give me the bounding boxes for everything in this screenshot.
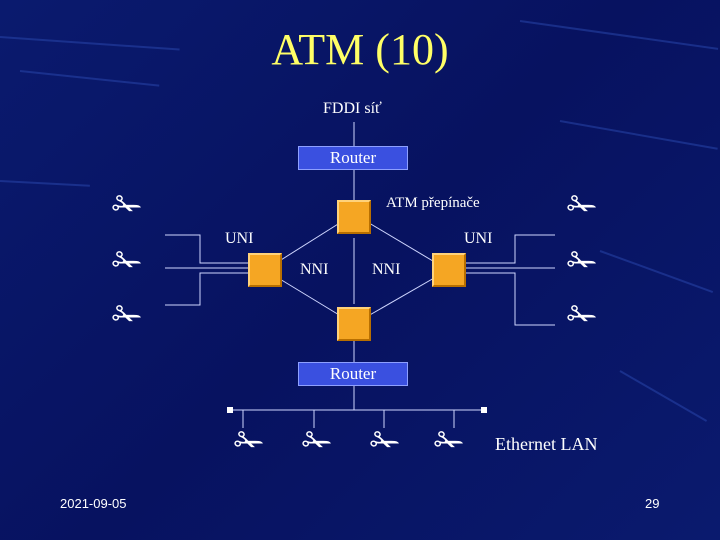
scissors-icon: ✁ [234, 422, 265, 462]
scissors-icon: ✁ [302, 422, 333, 462]
scissors-icon: ✁ [112, 296, 143, 336]
slide-page-number: 29 [645, 496, 660, 511]
nni-right-label: NNI [372, 261, 401, 278]
atm-switch-top [337, 200, 371, 234]
router-top: Router [298, 146, 408, 170]
atm-switches-label: ATM přepínače [386, 195, 480, 211]
ethernet-lan-label: Ethernet LAN [495, 434, 598, 454]
scissors-icon: ✁ [370, 422, 401, 462]
scissors-icon: ✁ [567, 296, 598, 336]
slide-date: 2021-09-05 [60, 496, 127, 511]
slide-title: ATM (10) [271, 25, 449, 74]
scissors-icon: ✁ [112, 186, 143, 226]
atm-switch-right [432, 253, 466, 287]
scissors-icon: ✁ [567, 242, 598, 282]
fddi-network-label: FDDI síť [323, 100, 382, 117]
uni-right-label: UNI [464, 230, 493, 247]
router-bottom: Router [298, 362, 408, 386]
atm-switch-left [248, 253, 282, 287]
scissors-icon: ✁ [112, 242, 143, 282]
nni-left-label: NNI [300, 261, 329, 278]
scissors-icon: ✁ [434, 422, 465, 462]
uni-left-label: UNI [225, 230, 254, 247]
atm-switch-bottom [337, 307, 371, 341]
scissors-icon: ✁ [567, 186, 598, 226]
